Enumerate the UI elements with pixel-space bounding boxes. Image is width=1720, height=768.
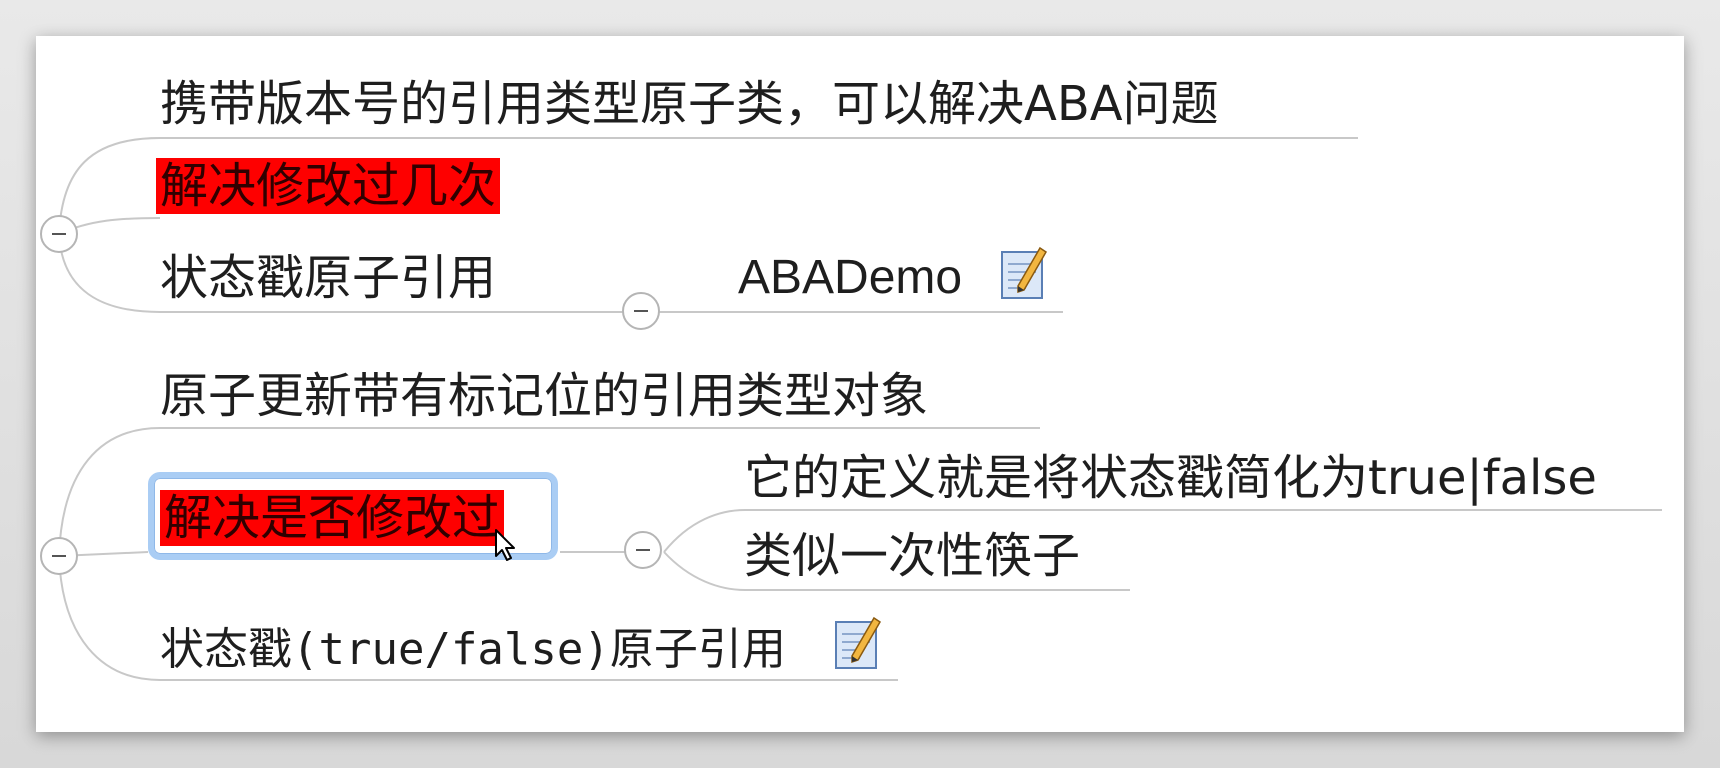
note-icon[interactable] [1000,246,1048,306]
topic-label: 携带版本号的引用类型原子类，可以解决ABA问题 [160,76,1219,132]
topic-label: 状态戳原子引用 [160,250,497,306]
topic-marked-reference-update[interactable]: 原子更新带有标记位的引用类型对象 [160,368,928,424]
note-icon[interactable] [834,616,882,676]
topic-label: ABADemo [738,251,963,304]
topic-label: 原子更新带有标记位的引用类型对象 [160,368,929,424]
collapse-toggle-group2[interactable] [40,537,78,575]
collapse-toggle-stamped-reference[interactable] [622,292,660,330]
topic-label: 状态戳(true/false)原子引用 [160,624,786,675]
topic-markable-reference[interactable]: 状态戳(true/false)原子引用 [160,622,786,678]
topic-stamped-reference[interactable]: 状态戳原子引用 [160,250,496,306]
topic-solve-whether-modified[interactable]: 解决是否修改过 [160,490,505,546]
topic-abademo[interactable]: ABADemo [738,250,962,306]
highlighted-label: 解决修改过几次 [156,158,501,214]
collapse-toggle-solve-whether-modified[interactable] [624,531,662,569]
topic-label: 它的定义就是将状态戳简化为true|false [744,450,1597,506]
topic-label: 类似一次性筷子 [744,528,1081,584]
selection-frame [148,472,558,560]
topic-aba-version-class[interactable]: 携带版本号的引用类型原子类，可以解决ABA问题 [160,76,1219,132]
collapse-toggle-group1[interactable] [40,215,78,253]
topic-solve-times-modified[interactable]: 解决修改过几次 [156,158,501,214]
topic-definition-true-false[interactable]: 它的定义就是将状态戳简化为true|false [744,450,1597,506]
highlighted-label: 解决是否修改过 [160,490,505,546]
mouse-pointer-icon [494,528,518,566]
topic-disposable-chopsticks[interactable]: 类似一次性筷子 [744,528,1080,584]
